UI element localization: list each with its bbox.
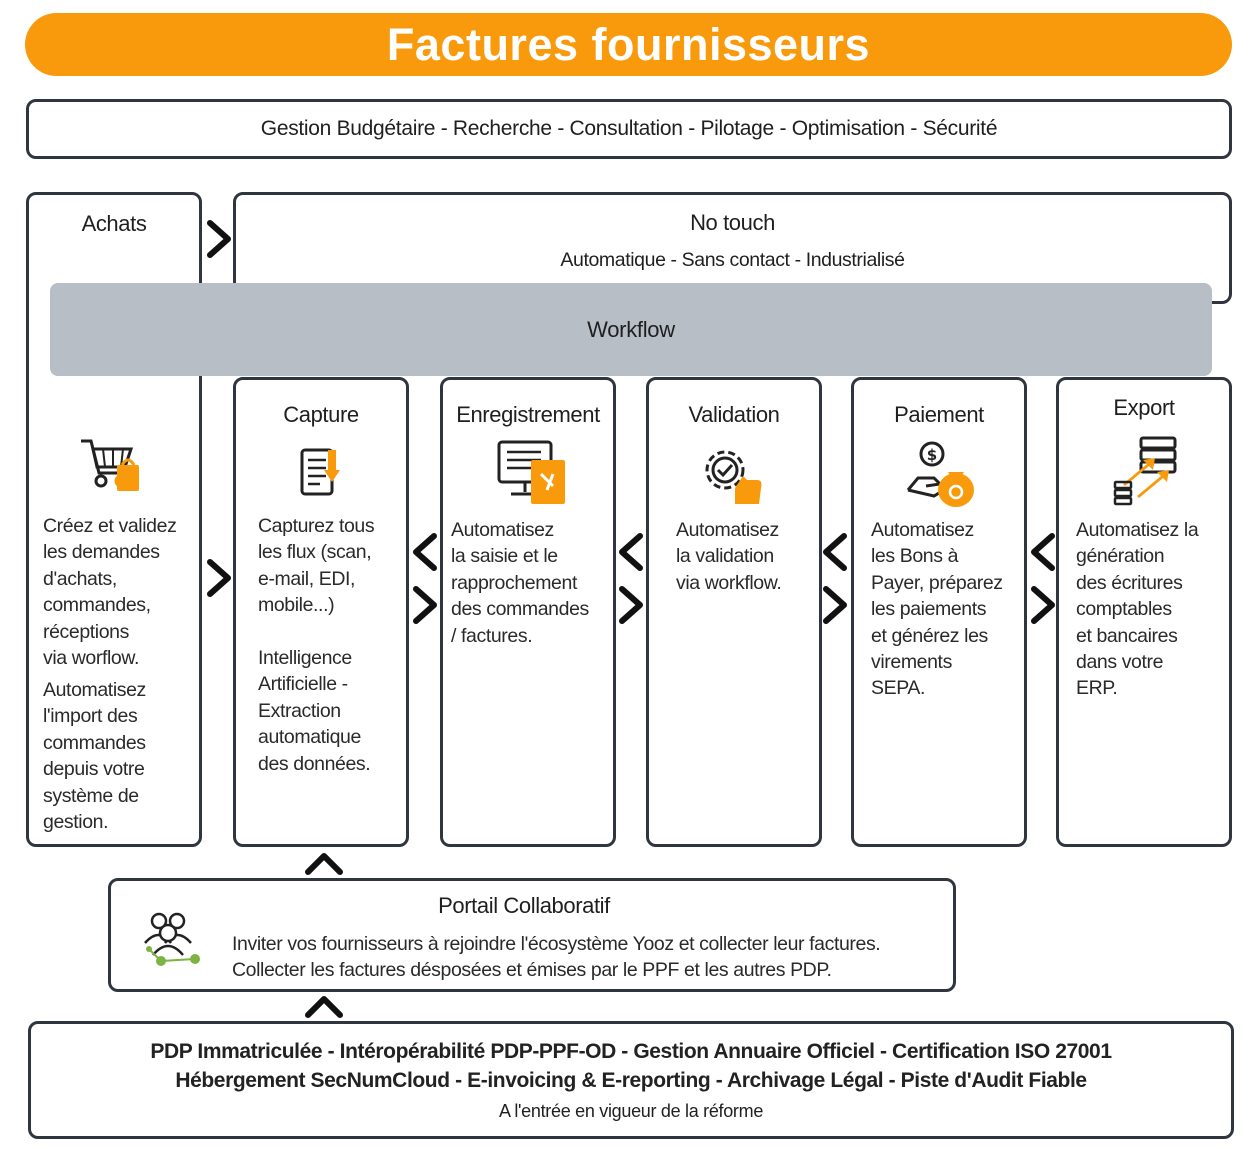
achats-desc-2: Automatisez l'import des commandes depui…: [43, 679, 146, 834]
step-desc: Automatisez la saisie et le rapprochemen…: [451, 519, 589, 647]
chevron-right-icon: [207, 559, 231, 597]
chevron-right-icon: [413, 586, 437, 624]
step-capture: Capture Capturez tous les flux (scan, e-…: [233, 377, 409, 847]
chevron-left-icon: [413, 533, 437, 571]
people-network-icon: [144, 912, 200, 966]
compliance-note: A l'entrée en vigueur de la réforme: [498, 1101, 764, 1121]
chevron-left-icon: [1031, 533, 1055, 571]
step-desc: Capturez tous les flux (scan, e-mail, ED…: [258, 515, 375, 775]
chevron-up-icon: [305, 853, 343, 875]
svg-text:$: $: [927, 446, 937, 464]
achats-title: Achats: [81, 211, 147, 236]
database-export-icon: [1113, 436, 1177, 506]
step-title: Enregistrement: [456, 402, 600, 427]
features-text: Gestion Budgétaire - Recherche - Consult…: [260, 117, 998, 140]
portal-title: Portail Collaboratif: [438, 893, 610, 918]
step-validation: Validation Automatisez la validation via…: [646, 377, 822, 847]
achats-desc-1: Créez et validez les demandes d'achats, …: [43, 515, 177, 670]
portal-line-2: Collecter les factures désposées et émis…: [232, 959, 832, 981]
workflow-label: Workflow: [587, 316, 675, 342]
compliance-box: PDP Immatriculée - Intéropérabilité PDP-…: [28, 1021, 1234, 1139]
document-scan-icon: [300, 448, 340, 496]
step-desc: Automatisez la génération des écritures …: [1076, 519, 1199, 700]
features-box: Gestion Budgétaire - Recherche - Consult…: [26, 99, 1232, 159]
compliance-line-2: Hébergement SecNumCloud - E-invoicing & …: [175, 1069, 1087, 1092]
money-hand-icon: $: [906, 441, 974, 507]
workflow-band: Workflow: [50, 283, 1212, 376]
portal-line-1: Inviter vos fournisseurs à rejoindre l'é…: [232, 933, 881, 955]
step-desc: Automatisez les Bons à Payer, préparez l…: [871, 519, 1003, 700]
no-touch-title: No touch: [690, 210, 775, 235]
shopping-cart-icon: [81, 439, 139, 491]
step-title: Paiement: [894, 402, 984, 427]
step-title: Capture: [283, 402, 359, 427]
gear-check-icon: [705, 450, 762, 504]
step-export: Export Automatisez la génération des écr…: [1056, 377, 1232, 847]
step-paiement: Paiement $ Automatisez les Bons à Payer,…: [851, 377, 1027, 847]
step-enregistrement: Enregistrement Automatisez la saisie et …: [440, 377, 616, 847]
chevron-left-icon: [619, 533, 643, 571]
chevron-right-icon: [1031, 586, 1055, 624]
step-title: Export: [1113, 395, 1175, 420]
chevron-right-icon: [619, 586, 643, 624]
chevron-right-icon: [823, 586, 847, 624]
chevron-right-icon: [207, 220, 231, 258]
step-desc: Automatisez la validation via workflow.: [676, 519, 782, 594]
step-title: Validation: [688, 402, 780, 427]
compliance-line-1: PDP Immatriculée - Intéropérabilité PDP-…: [150, 1040, 1112, 1063]
chevron-left-icon: [823, 533, 847, 571]
monitor-icon: [497, 440, 565, 504]
portal-box: Portail Collaboratif Inviter vos fournis…: [108, 878, 956, 992]
page-title: Factures fournisseurs: [25, 13, 1232, 76]
chevron-up-icon: [305, 996, 343, 1018]
no-touch-subtitle: Automatique - Sans contact - Industriali…: [560, 249, 905, 271]
